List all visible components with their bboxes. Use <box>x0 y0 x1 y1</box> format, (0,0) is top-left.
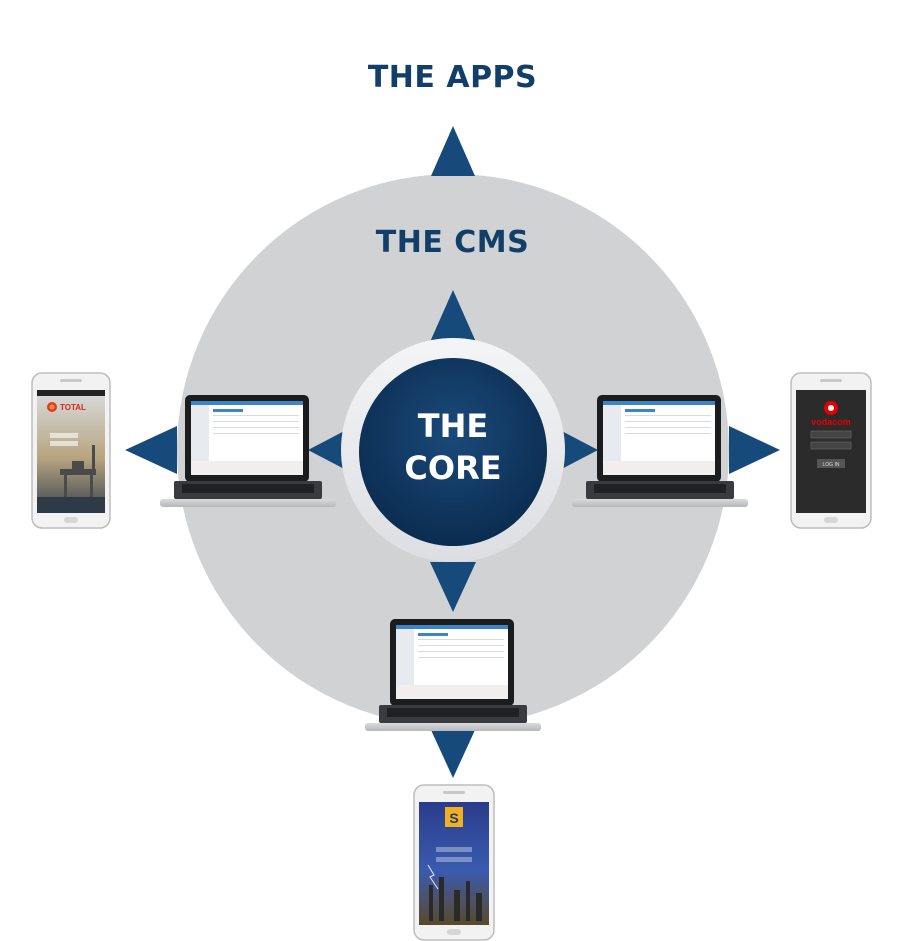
arrow-down-core <box>430 562 476 612</box>
home-button <box>824 517 838 523</box>
laptop-right <box>572 395 748 507</box>
laptop-bottom <box>365 619 541 731</box>
core-title: THE CORE <box>363 405 543 489</box>
laptop-base <box>572 499 748 507</box>
login-label: LOG IN <box>823 462 840 468</box>
laptop-base <box>365 723 541 731</box>
login-button <box>817 459 845 468</box>
arrow-down-apps <box>431 730 475 778</box>
phone-right-vodacom: vodacom LOG IN <box>790 372 872 529</box>
arrow-left-core <box>308 427 352 473</box>
arrow-left-apps <box>125 426 177 474</box>
core-circle <box>359 358 547 546</box>
phone-brand-label: TOTAL <box>60 403 86 412</box>
laptop-base <box>160 499 336 507</box>
arrows <box>125 126 780 778</box>
arrow-right-apps <box>729 426 780 474</box>
phone-brand-label: vodacom <box>811 417 851 427</box>
refinery-icon <box>429 877 482 921</box>
laptop-left <box>160 395 336 507</box>
lightning-icon <box>427 864 439 890</box>
arrow-right-core <box>554 427 598 473</box>
home-button <box>447 929 461 935</box>
app-logo-icon <box>445 807 463 827</box>
core-title-line1: THE <box>417 407 489 445</box>
core-title-line2: CORE <box>404 449 502 487</box>
phone-bottom: S <box>413 784 495 941</box>
cms-title: THE CMS <box>375 225 530 260</box>
arrow-up-cms <box>430 290 476 342</box>
phone-brand-label: S <box>449 810 458 826</box>
home-button <box>64 517 78 523</box>
phone-left-total: TOTAL <box>31 372 111 529</box>
arrow-up-apps <box>431 126 475 176</box>
oil-rig-icon <box>60 445 96 497</box>
apps-title: THE APPS <box>367 60 538 95</box>
